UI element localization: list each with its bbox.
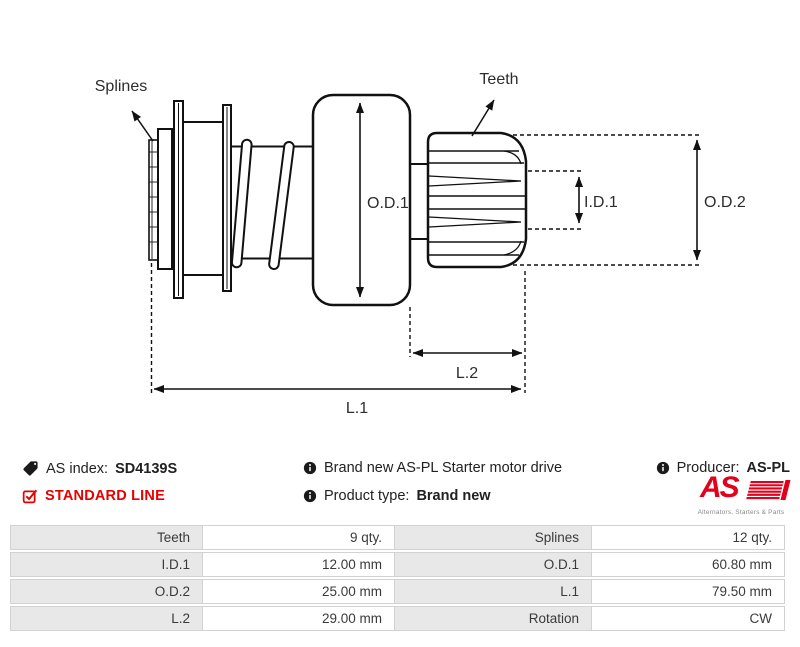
logo-stripes-icon [746, 480, 791, 500]
producer: Producer: AS-PL [656, 460, 790, 476]
technical-drawing: O.D.1 [95, 71, 746, 417]
spec-label: I.D.1 [10, 552, 203, 577]
id1-label: I.D.1 [584, 194, 618, 211]
l2-label: L.2 [456, 365, 478, 382]
od1-label: O.D.1 [367, 195, 409, 212]
product-type-label: Product type: [324, 488, 410, 504]
spec-value: 79.50 mm [592, 579, 785, 604]
info-icon [303, 461, 317, 475]
dimension-id1: I.D.1 [575, 176, 618, 224]
spec-value: 12.00 mm [203, 552, 395, 577]
spec-value: 25.00 mm [203, 579, 395, 604]
spec-value: 9 qty. [203, 525, 395, 550]
dimension-od1: O.D.1 [356, 102, 409, 298]
spec-label: L.1 [395, 579, 592, 604]
info-icon [303, 489, 317, 503]
splines-callout: Splines [95, 78, 154, 142]
dimension-od2: O.D.2 [693, 139, 746, 261]
spec-value: 29.00 mm [203, 606, 395, 631]
splines-label: Splines [95, 78, 147, 95]
producer-value: AS-PL [746, 460, 791, 476]
spec-label: Teeth [10, 525, 203, 550]
tag-icon [23, 461, 38, 476]
logo-text: AS [700, 471, 740, 504]
standard-line: STANDARD LINE [22, 488, 165, 504]
product-type: Product type: Brand new [303, 488, 491, 504]
teeth-callout: Teeth [471, 71, 519, 137]
spec-value: 60.80 mm [592, 552, 785, 577]
spec-label: O.D.1 [395, 552, 592, 577]
description-text: Brand new AS-PL Starter motor drive [324, 460, 563, 476]
logo-tagline: Alternators, Starters & Parts [697, 509, 785, 516]
product-description: Brand new AS-PL Starter motor drive [303, 460, 562, 476]
spline-collar [157, 128, 173, 270]
spec-label: O.D.2 [10, 579, 203, 604]
spring-coils [230, 138, 295, 271]
checkbox-checked-icon [22, 489, 38, 504]
l1-label: L.1 [346, 400, 368, 417]
producer-label: Producer: [676, 460, 740, 476]
as-pl-logo: AS Alternators, Starters & Parts [688, 471, 794, 516]
standard-line-label: STANDARD LINE [45, 488, 165, 504]
hub-body [182, 121, 224, 276]
spec-value: 12 qty. [592, 525, 785, 550]
spec-label: L.2 [10, 606, 203, 631]
as-index-label: AS index: [46, 460, 109, 477]
pinion-shaft [410, 163, 430, 240]
dimension-l2: L.2 [412, 349, 523, 382]
pinion-gear [426, 131, 528, 269]
dimension-l1: L.1 [153, 385, 522, 417]
as-index: AS index: SD4139S [22, 460, 177, 477]
rear-flange [222, 104, 232, 292]
as-index-value: SD4139S [115, 460, 178, 477]
spec-table: Teeth 9 qty. Splines 12 qty. I.D.1 12.00… [10, 525, 785, 631]
teeth-label: Teeth [479, 71, 518, 88]
od2-label: O.D.2 [704, 194, 746, 211]
info-icon [656, 461, 669, 475]
extension-lines [150, 134, 699, 396]
spec-label: Splines [395, 525, 592, 550]
spline-shaft [148, 139, 159, 261]
front-flange [173, 100, 184, 299]
spec-label: Rotation [395, 606, 592, 631]
spec-value: CW [592, 606, 785, 631]
product-type-value: Brand new [416, 488, 491, 504]
